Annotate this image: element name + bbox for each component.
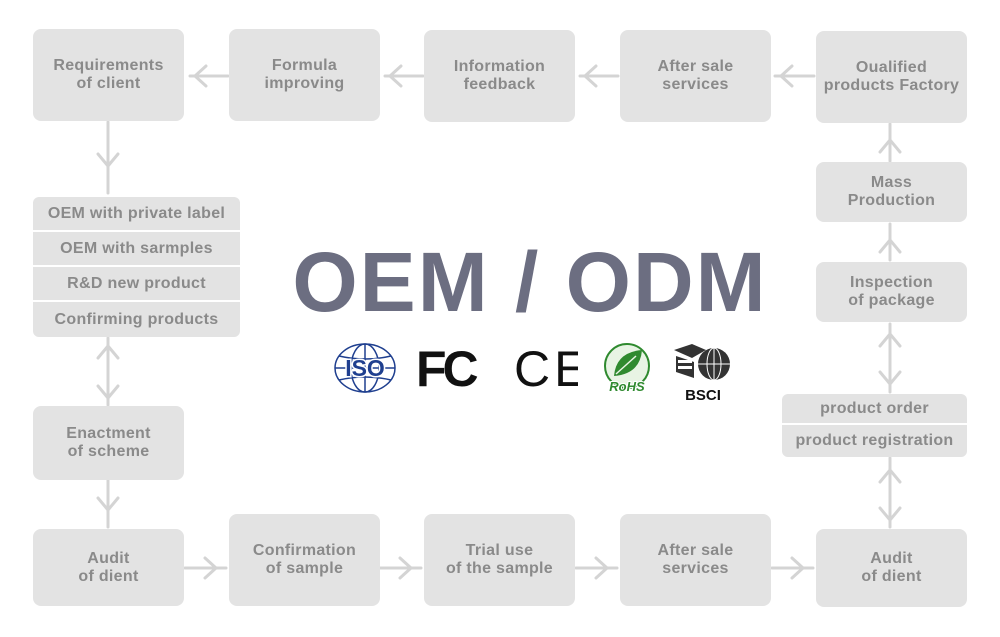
step-mass-production: Mass Production (816, 162, 967, 222)
step-after-sale-services-bottom: After sale services (620, 514, 771, 606)
step-inspection-of-package: Inspection of package (816, 262, 967, 322)
oem-option: R&D new product (33, 267, 240, 302)
step-audit-of-client-right: Audit of dient (816, 529, 967, 607)
bsci-logo-text: BSCI (685, 387, 721, 404)
order-step-product-order: product order (782, 394, 967, 425)
ce-logo: CE (514, 342, 578, 392)
oem-options-stack: OEM with private label OEM with sarmples… (33, 197, 240, 337)
order-steps-stack: product order product registration (782, 394, 967, 457)
oem-option: OEM with sarmples (33, 232, 240, 267)
fc-logo-text: FC (416, 342, 478, 392)
step-qualified-products-factory: Oualified products Factory (816, 31, 967, 123)
step-audit-of-client-left: Audit of dient (33, 529, 184, 606)
step-confirmation-of-sample: Confirmation of sample (229, 514, 380, 606)
step-trial-use-of-sample: Trial use of the sample (424, 514, 575, 606)
order-step-product-registration: product registration (795, 432, 954, 449)
bsci-logo: BSCI (674, 344, 730, 404)
oem-option: Confirming products (54, 310, 219, 328)
oem-option: OEM with private label (33, 197, 240, 232)
fc-logo: FC (416, 342, 482, 392)
step-formula-improving: Formula improving (229, 29, 380, 121)
step-information-feedback: Information feedback (424, 30, 575, 122)
rohs-logo: RoHS (604, 343, 650, 394)
step-after-sale-services-top: After sale services (620, 30, 771, 122)
iso-logo: ISO (334, 343, 396, 393)
step-enactment-of-scheme: Enactment of scheme (33, 406, 184, 480)
step-requirements-of-client: Requirements of client (33, 29, 184, 121)
page-title: OEM / ODM (292, 235, 768, 329)
ce-logo-text: CE (514, 342, 578, 392)
certification-logos: ISO FC CE RoHS BSCI (330, 342, 750, 404)
iso-logo-text: ISO (345, 355, 385, 381)
rohs-logo-text: RoHS (609, 379, 645, 394)
